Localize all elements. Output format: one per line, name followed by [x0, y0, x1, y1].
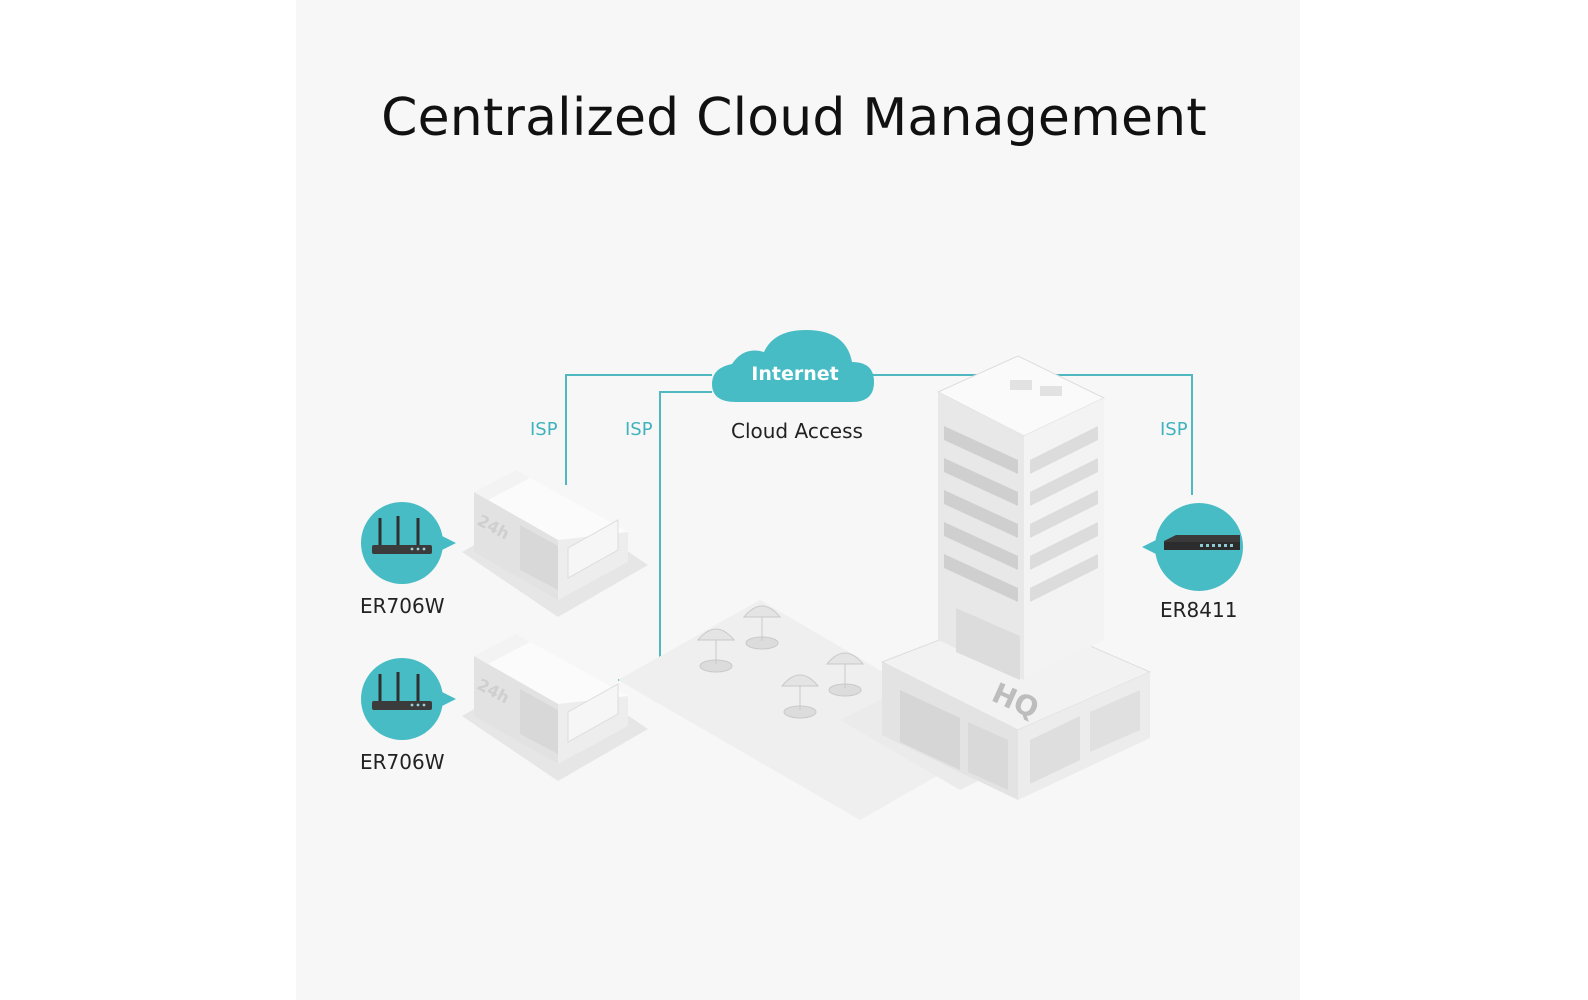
branch-top-router-label: ER706W	[360, 594, 445, 618]
store-building-icon: 24h	[462, 470, 648, 617]
page-title: Centralized Cloud Management	[381, 88, 1207, 148]
cloud-access-label: Cloud Access	[731, 419, 863, 443]
rack-router-icon	[1142, 503, 1243, 591]
diagram-panel	[296, 0, 1300, 1000]
hq-building-icon: HQ	[880, 355, 1152, 800]
isp-label-branch-top: ISP	[530, 419, 558, 440]
store-building-icon: 24h	[462, 634, 648, 781]
isp-label-hq: ISP	[1160, 419, 1188, 440]
cloud-icon	[712, 330, 874, 402]
umbrella-icon	[696, 605, 865, 719]
isp-line-branch-top	[565, 374, 712, 485]
router-icon	[361, 658, 456, 740]
cloud-label: Internet	[751, 363, 839, 385]
hq-router-label: ER8411	[1160, 598, 1238, 622]
branch-bottom-router-label: ER706W	[360, 750, 445, 774]
isp-label-branch-bottom: ISP	[625, 419, 653, 440]
router-icon	[361, 502, 456, 584]
